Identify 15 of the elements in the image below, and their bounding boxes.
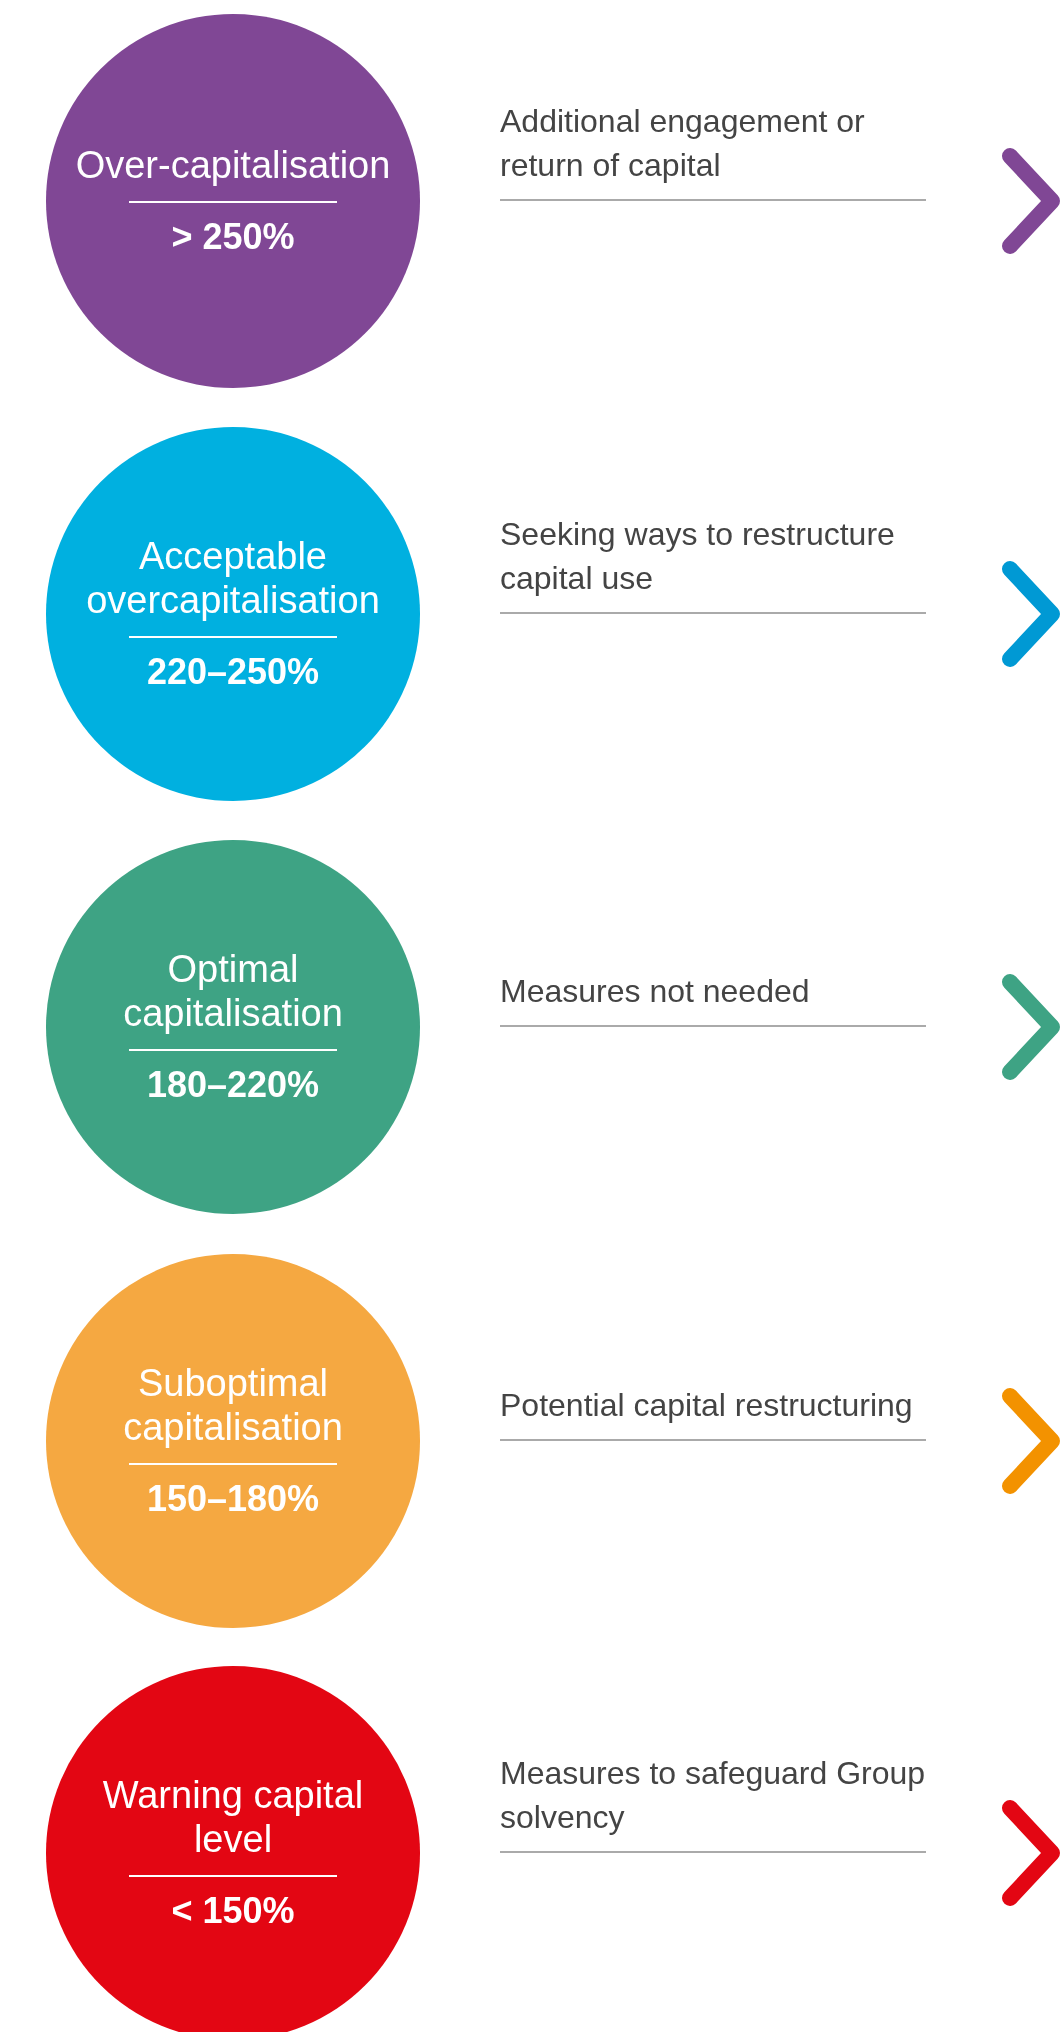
ratio-value: 150–180% bbox=[146, 1477, 320, 1521]
description-text: Additional engagement or return of capital bbox=[500, 99, 926, 201]
ratio-value: 220–250% bbox=[146, 650, 320, 694]
category-title: Suboptimal capitalisation bbox=[122, 1361, 344, 1449]
description-text: Potential capital restructuring bbox=[500, 1383, 926, 1441]
category-title: Over-capitalisation bbox=[74, 143, 392, 187]
ratio-value: > 250% bbox=[171, 215, 295, 259]
ratio-value: < 150% bbox=[171, 1889, 295, 1933]
ratio-value: 180–220% bbox=[146, 1063, 320, 1107]
category-title: Warning capital level bbox=[101, 1773, 365, 1861]
description-text: Seeking ways to restructure capital use bbox=[500, 512, 926, 614]
description-text: Measures not needed bbox=[500, 969, 926, 1027]
description-text: Measures to safeguard Group solvency bbox=[500, 1751, 926, 1853]
category-title: Acceptable overcapitalisation bbox=[85, 534, 381, 622]
category-title: Optimal capitalisation bbox=[122, 947, 344, 1035]
